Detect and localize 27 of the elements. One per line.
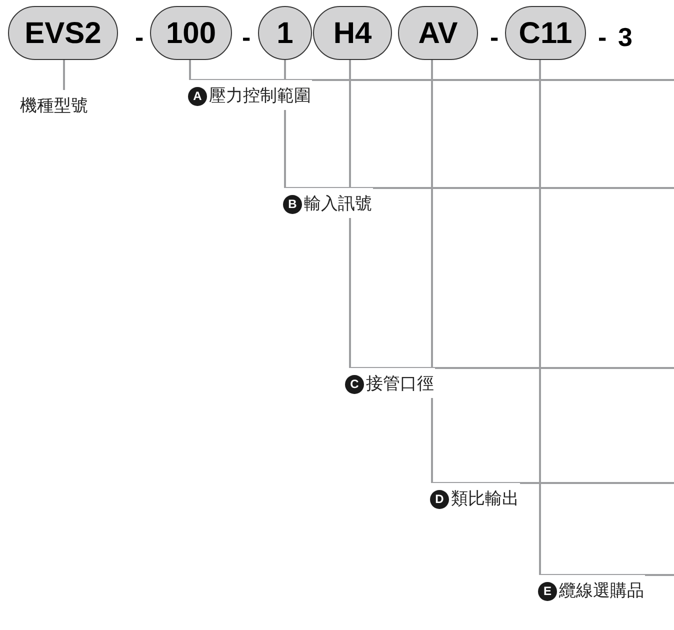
- code-pill: H4: [313, 6, 392, 60]
- section-label: 輸入訊號: [304, 193, 372, 215]
- leader-line: [189, 60, 191, 80]
- code-pill: 100: [150, 6, 232, 60]
- code-separator: -: [490, 24, 499, 50]
- circled-letter: B: [283, 194, 302, 214]
- section-label: 纜線選購品: [559, 580, 644, 602]
- code-separator: -: [598, 24, 607, 50]
- code-pill: 1: [258, 6, 312, 60]
- code-pill: AV: [398, 6, 478, 60]
- leader-line: [63, 60, 65, 90]
- leader-line: [539, 60, 541, 575]
- leader-line: [349, 60, 351, 368]
- circled-letter: C: [345, 374, 364, 394]
- section-label: 類比輸出: [451, 488, 519, 510]
- code-separator: -: [135, 24, 144, 50]
- code-pill: EVS2: [8, 6, 118, 60]
- circled-letter: E: [538, 582, 557, 600]
- circled-letter: A: [188, 86, 207, 106]
- section-label: 壓力控制範圍: [209, 85, 311, 107]
- section-label: 接管口徑: [366, 373, 434, 395]
- code-pill: C11: [505, 6, 586, 60]
- leader-line: [431, 60, 433, 483]
- code-separator: -: [242, 24, 251, 50]
- section-label: 機種型號: [20, 95, 88, 117]
- code-separator: 3: [618, 24, 632, 50]
- circled-letter: D: [430, 490, 449, 508]
